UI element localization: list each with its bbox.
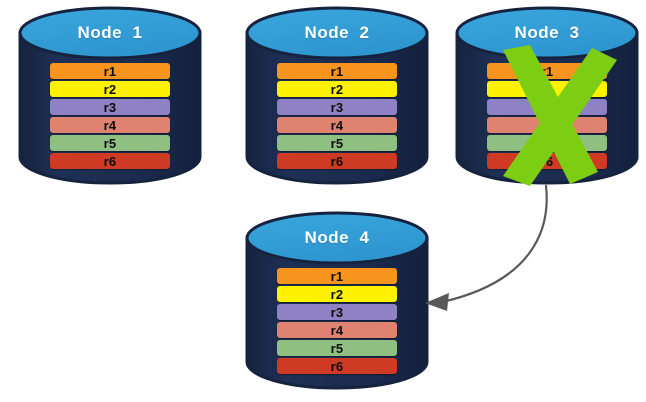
node-2-row-r6[interactable]: r6 [277,153,397,169]
node-4-row-r6[interactable]: r6 [277,358,397,374]
node-3-row-r3-label: r3 [540,99,554,115]
node-3-row-r5-label: r5 [540,135,554,151]
node-1-row-r5[interactable]: r5 [50,135,170,151]
node-2-row-r6-label: r6 [330,153,344,169]
node-4-row-r1[interactable]: r1 [277,268,397,284]
node-2[interactable]: Node 2 r1 r2 r3 r4 r5 r6 [245,5,429,185]
node-2-rows: r1 r2 r3 r4 r5 r6 [245,63,429,169]
node-3-row-r1[interactable]: r1 [487,63,607,79]
node-2-row-r5-label: r5 [330,135,344,151]
node-3-row-r6-label: r6 [540,153,554,169]
node-1[interactable]: Node 1 r1 r2 r3 r4 r5 r6 [18,5,202,185]
node-1-row-r5-label: r5 [103,135,117,151]
node-4-row-r6-label: r6 [330,358,344,374]
node-4-row-r3[interactable]: r3 [277,304,397,320]
node-1-row-r6[interactable]: r6 [50,153,170,169]
node-4-row-r1-label: r1 [330,268,344,284]
node-2-row-r3-label: r3 [330,99,344,115]
node-2-row-r4[interactable]: r4 [277,117,397,133]
node-1-row-r1[interactable]: r1 [50,63,170,79]
node-2-row-r4-label: r4 [330,117,344,133]
node-1-rows: r1 r2 r3 r4 r5 r6 [18,63,202,169]
node-4[interactable]: Node 4 r1 r2 r3 r4 r5 r6 [245,210,429,390]
node-2-row-r1-label: r1 [330,63,344,79]
node-4-row-r2[interactable]: r2 [277,286,397,302]
node-1-row-r4-label: r4 [103,117,117,133]
node-3-row-r4[interactable]: r4 [487,117,607,133]
node-1-row-r2[interactable]: r2 [50,81,170,97]
node-3-row-r3[interactable]: r3 [487,99,607,115]
node-1-row-r3[interactable]: r3 [50,99,170,115]
node-1-row-r3-label: r3 [103,99,117,115]
node-1-row-r4[interactable]: r4 [50,117,170,133]
node-3-row-r1-label: r1 [540,63,554,79]
node-1-row-r1-label: r1 [103,63,117,79]
node-4-row-r5-label: r5 [330,340,344,356]
node-2-row-r3[interactable]: r3 [277,99,397,115]
node-3-row-r5[interactable]: r5 [487,135,607,151]
node-2-row-r1[interactable]: r1 [277,63,397,79]
node-2-row-r2[interactable]: r2 [277,81,397,97]
node-3[interactable]: Node 3 r1 r2 r3 r4 r5 r6 [455,5,639,185]
node-4-row-r5[interactable]: r5 [277,340,397,356]
node-3-row-r2[interactable]: r2 [487,81,607,97]
node-4-row-r2-label: r2 [330,286,344,302]
node-4-row-r4[interactable]: r4 [277,322,397,338]
node-4-row-r3-label: r3 [330,304,344,320]
node-2-row-r2-label: r2 [330,81,344,97]
node-4-rows: r1 r2 r3 r4 r5 r6 [245,268,429,374]
node-1-row-r6-label: r6 [103,153,117,169]
node-1-row-r2-label: r2 [103,81,117,97]
node-3-rows: r1 r2 r3 r4 r5 r6 [455,63,639,169]
node-3-row-r2-label: r2 [540,81,554,97]
node-4-row-r4-label: r4 [330,322,344,338]
node-3-row-r6[interactable]: r6 [487,153,607,169]
node-2-row-r5[interactable]: r5 [277,135,397,151]
node-3-row-r4-label: r4 [540,117,554,133]
